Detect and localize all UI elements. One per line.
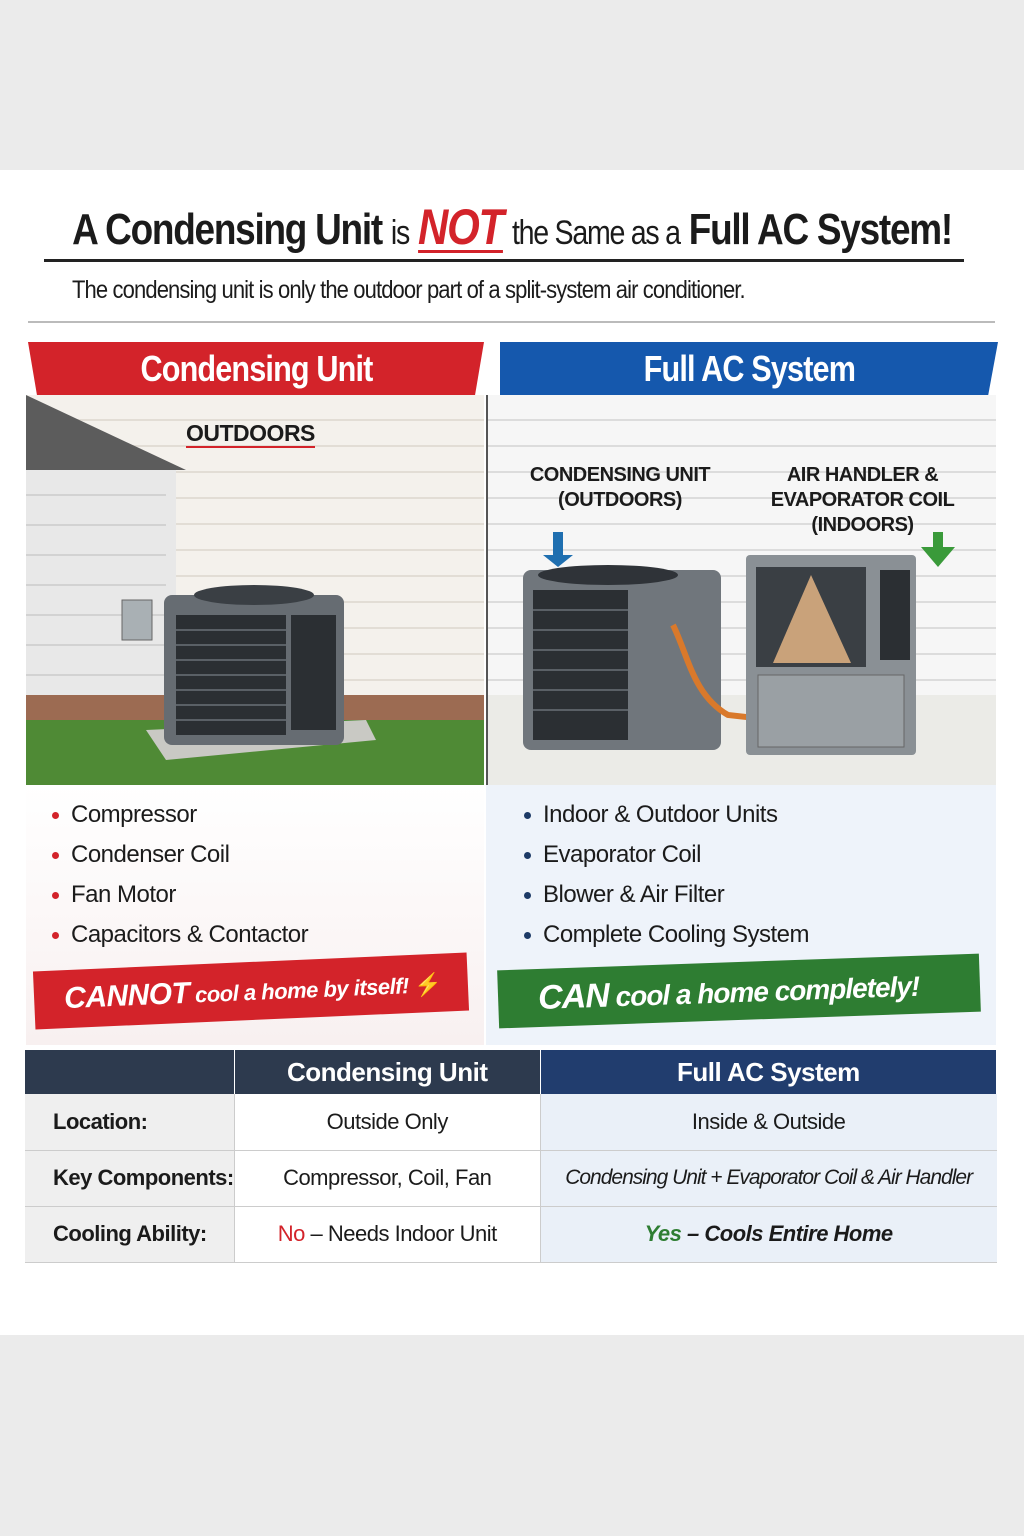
divider bbox=[28, 321, 995, 323]
table-header-row: Condensing Unit Full AC System bbox=[25, 1050, 998, 1094]
page-title: A Condensing Unit is NOT the Same as a F… bbox=[72, 199, 953, 255]
split-system-scene bbox=[488, 532, 996, 785]
table-row: Location: Outside Only Inside & Outside bbox=[25, 1094, 997, 1151]
list-item: Indoor & Outdoor Units bbox=[524, 795, 809, 835]
table-header: Condensing Unit bbox=[234, 1050, 541, 1094]
table-header: Full AC System bbox=[540, 1050, 998, 1094]
full-ac-system-illustration: CONDENSING UNIT(OUTDOORS) AIR HANDLER &E… bbox=[486, 395, 996, 785]
table-row: Key Components: Compressor, Coil, Fan Co… bbox=[25, 1150, 997, 1207]
air-handler-indoors-label: AIR HANDLER &EVAPORATOR COIL(INDOORS) bbox=[770, 464, 955, 536]
list-item: Complete Cooling System bbox=[524, 915, 809, 955]
table-header bbox=[25, 1050, 235, 1094]
condensing-unit-components: Compressor Condenser Coil Fan Motor Capa… bbox=[52, 795, 309, 955]
condensing-unit-illustration: OUTDOORS bbox=[26, 395, 484, 785]
subtitle: The condensing unit is only the outdoor … bbox=[72, 276, 746, 304]
down-arrow-icon bbox=[921, 532, 955, 567]
list-item: Condenser Coil bbox=[52, 835, 308, 875]
list-item: Evaporator Coil bbox=[524, 835, 809, 875]
alert-lines-icon: ⚡ bbox=[413, 971, 442, 998]
list-item: Blower & Air Filter bbox=[524, 875, 809, 915]
condensing-unit-outdoors-label: CONDENSING UNIT(OUTDOORS) bbox=[529, 464, 711, 511]
outdoors-label: OUTDOORS bbox=[186, 420, 315, 448]
list-item: Capacitors & Contactor bbox=[52, 915, 309, 955]
list-item: Compressor bbox=[52, 795, 308, 835]
table-row: Cooling Ability: No – Needs Indoor Unit … bbox=[25, 1206, 997, 1263]
outdoor-unit-scene bbox=[26, 395, 484, 785]
title-underline bbox=[44, 259, 964, 262]
full-ac-system-banner: Full AC System bbox=[500, 342, 998, 396]
full-ac-system-components: Indoor & Outdoor Units Evaporator Coil B… bbox=[524, 795, 809, 955]
comparison-table: Condensing Unit Full AC System Location:… bbox=[25, 1050, 998, 1263]
list-item: Fan Motor bbox=[52, 875, 308, 915]
down-arrow-icon bbox=[543, 532, 573, 567]
condensing-unit-banner: Condensing Unit bbox=[28, 342, 484, 396]
not-emphasis: NOT bbox=[418, 199, 504, 255]
